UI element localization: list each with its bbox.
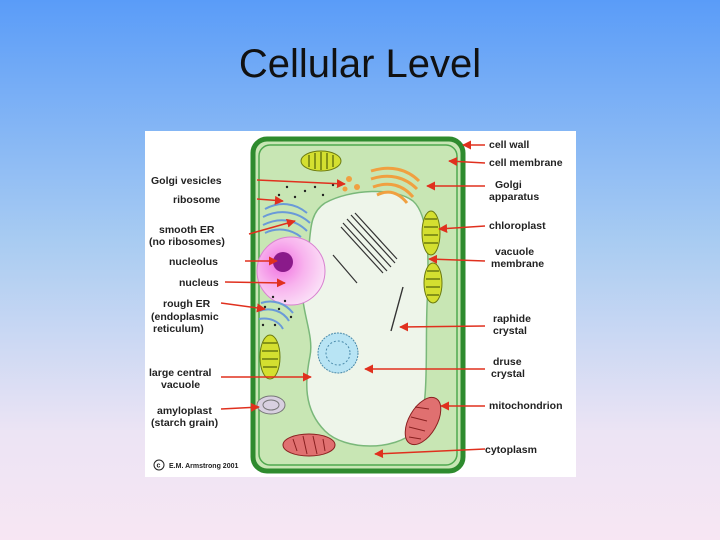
label-cytoplasm: cytoplasm bbox=[485, 444, 537, 456]
label-rough-er-note-2: reticulum) bbox=[153, 323, 204, 335]
label-large-central: large central bbox=[149, 367, 212, 379]
raphide-crystal-2 bbox=[390, 286, 404, 332]
label-vacuole-membrane-2: membrane bbox=[491, 258, 544, 270]
label-ribosome: ribosome bbox=[173, 194, 220, 206]
label-rough-er: rough ER bbox=[163, 298, 211, 310]
nucleolus bbox=[273, 252, 293, 272]
label-druse: druse bbox=[493, 356, 522, 368]
chloroplast-right-lower bbox=[423, 262, 443, 304]
label-mitochondrion: mitochondrion bbox=[489, 400, 563, 412]
label-nucleolus: nucleolus bbox=[169, 256, 218, 268]
plant-cell-figure: Golgi vesicles ribosome smooth ER (no ri… bbox=[145, 131, 576, 477]
copyright-mark bbox=[153, 459, 165, 471]
pointer-arrows bbox=[220, 140, 486, 459]
copyright-symbol: c bbox=[157, 463, 161, 470]
label-chloroplast: chloroplast bbox=[489, 220, 546, 232]
label-smooth-er-note: (no ribosomes) bbox=[149, 236, 225, 248]
mitochondrion-bottom bbox=[282, 433, 336, 457]
label-raphide: raphide bbox=[493, 313, 531, 325]
label-starch-grain: (starch grain) bbox=[151, 417, 218, 429]
label-druse-crystal: crystal bbox=[491, 368, 525, 380]
slide-title: Cellular Level bbox=[238, 42, 482, 86]
label-raphide-crystal: crystal bbox=[493, 325, 527, 337]
chloroplast-top bbox=[300, 150, 342, 172]
label-rough-er-note-1: (endoplasmic bbox=[151, 311, 219, 323]
druse-crystal bbox=[317, 332, 359, 374]
label-vacuole: vacuole bbox=[161, 379, 200, 391]
raphide-crystal bbox=[332, 254, 358, 284]
chloroplast-right-upper bbox=[421, 210, 441, 256]
label-golgi-apparatus: apparatus bbox=[489, 191, 539, 203]
amyloplast bbox=[256, 395, 286, 415]
label-cell-wall: cell wall bbox=[489, 139, 529, 151]
chloroplast-left bbox=[259, 334, 281, 380]
label-amyloplast: amyloplast bbox=[157, 405, 212, 417]
plant-cell-diagram: Golgi vesicles ribosome smooth ER (no ri… bbox=[149, 136, 563, 474]
mitochondrion-right bbox=[404, 396, 442, 446]
raphide-bundle bbox=[340, 212, 398, 274]
label-vacuole-membrane-1: vacuole bbox=[495, 246, 534, 258]
label-nucleus: nucleus bbox=[179, 277, 219, 289]
golgi-apparatus bbox=[370, 166, 421, 204]
label-smooth-er: smooth ER bbox=[159, 224, 215, 236]
nucleus bbox=[256, 236, 326, 306]
label-golgi: Golgi bbox=[495, 179, 522, 191]
label-golgi-vesicles: Golgi vesicles bbox=[151, 175, 222, 187]
copyright-text: E.M. Armstrong 2001 bbox=[169, 463, 238, 470]
label-cell-membrane: cell membrane bbox=[489, 157, 563, 169]
